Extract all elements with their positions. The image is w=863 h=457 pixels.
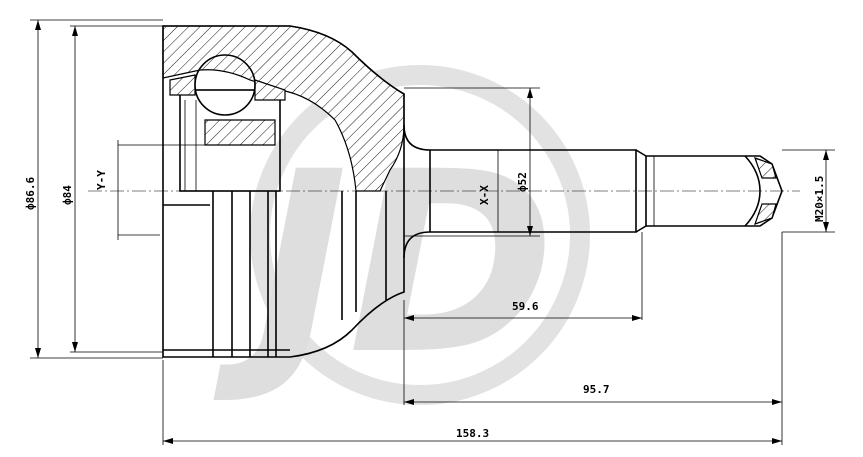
housing-outline [162,25,405,358]
x-section-label: X-X [478,185,491,205]
shaft [403,124,783,259]
stub-length-label: 59.6 [512,300,539,313]
extension-lines [30,19,835,445]
total-length-label: 158.3 [456,427,489,440]
dimension-labels: ф86.6 ф84 Y-Y X-X ф52 M20×1.5 59.6 95.7 … [24,170,826,440]
thread-label: M20×1.5 [813,176,826,222]
outer-diameter-label: ф86.6 [24,177,37,210]
inner-diameter-label: ф84 [61,185,74,205]
ball [194,54,256,116]
shaft-length-label: 95.7 [583,383,610,396]
dimension-lines [35,20,829,444]
outer-housing [118,25,405,358]
y-section-label: Y-Y [95,170,108,190]
shaft-diameter-label: ф52 [516,172,529,192]
